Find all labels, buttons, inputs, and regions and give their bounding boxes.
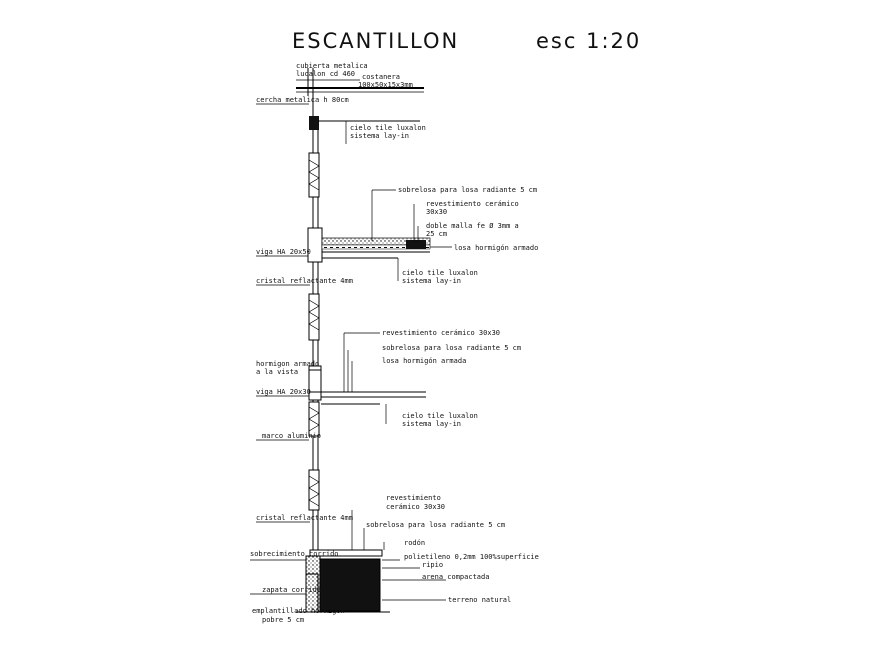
label-costanera-2: 100x50x15x3mm	[358, 81, 413, 89]
label-revest1-1: revestimiento cerámico	[426, 200, 519, 208]
label-emplantillado-2: pobre 5 cm	[262, 616, 304, 624]
label-sobrecimiento: sobrecimiento corrido	[250, 550, 339, 558]
label-cielo3-2: sistema lay-in	[402, 420, 461, 428]
drawing-scale: esc 1:20	[536, 29, 641, 53]
label-sobrelosa1: sobrelosa para losa radiante 5 cm	[398, 186, 537, 194]
label-cubierta-1: cubierta metalica	[296, 62, 368, 70]
label-cielo3-1: cielo tile luxalon	[402, 412, 478, 420]
label-revest1-2: 30x30	[426, 208, 447, 216]
label-malla-2: 25 cm	[426, 230, 447, 238]
label-revest3-2: cerámico 30x30	[386, 503, 445, 511]
label-emplantillado-1: emplantillado hormigon	[252, 607, 345, 615]
label-zapata: zapata corrida	[262, 586, 321, 594]
middle-slab	[308, 332, 426, 424]
label-cubierta-2: lucalon cd 460	[296, 70, 355, 78]
label-polietileno: polietileno 0,2mm 100%superficie	[404, 553, 539, 561]
label-cielo2-2: sistema lay-in	[402, 277, 461, 285]
label-sobrelosa2: sobrelosa para losa radiante 5 cm	[382, 344, 521, 352]
label-losa1: losa hormigón armado	[454, 244, 538, 252]
label-costanera-1: costanera	[362, 73, 400, 81]
labels: cubierta metalica lucalon cd 460 costane…	[250, 62, 539, 624]
roof	[296, 68, 424, 144]
label-cielo2-1: cielo tile luxalon	[402, 269, 478, 277]
label-hormigon-1: hormigon armado	[256, 360, 319, 368]
label-arena: arena compactada	[422, 573, 489, 581]
foundation	[250, 510, 446, 613]
label-hormigon-2: a la vista	[256, 368, 298, 376]
label-cercha: cercha metalica h 80cm	[256, 96, 349, 104]
label-viga1: viga HA 20x50	[256, 248, 311, 256]
upper-slab	[307, 189, 452, 281]
wall-column	[308, 68, 320, 560]
drawing-title: ESCANTILLON	[292, 29, 459, 53]
label-malla-1: doble malla fe Ø 3mm a	[426, 222, 519, 230]
label-cristal1: cristal reflactante 4mm	[256, 277, 353, 285]
label-cielo1-2: sistema lay-in	[350, 132, 409, 140]
label-losa2: losa hormigón armada	[382, 357, 466, 365]
label-terreno: terreno natural	[448, 596, 511, 604]
label-cristal2: cristal reflactante 4mm	[256, 514, 353, 522]
label-marco: marco aluminio	[262, 432, 321, 440]
label-revest2: revestimiento cerámico 30x30	[382, 329, 500, 337]
label-ripio: ripio	[422, 561, 443, 569]
label-viga2: viga HA 20x30	[256, 388, 311, 396]
label-sobrelosa3: sobrelosa para losa radiante 5 cm	[366, 521, 505, 529]
leaders	[250, 103, 310, 561]
label-cielo1-1: cielo tile luxalon	[350, 124, 426, 132]
label-rodon: rodón	[404, 539, 425, 547]
label-revest3-1: revestimiento	[386, 494, 441, 502]
